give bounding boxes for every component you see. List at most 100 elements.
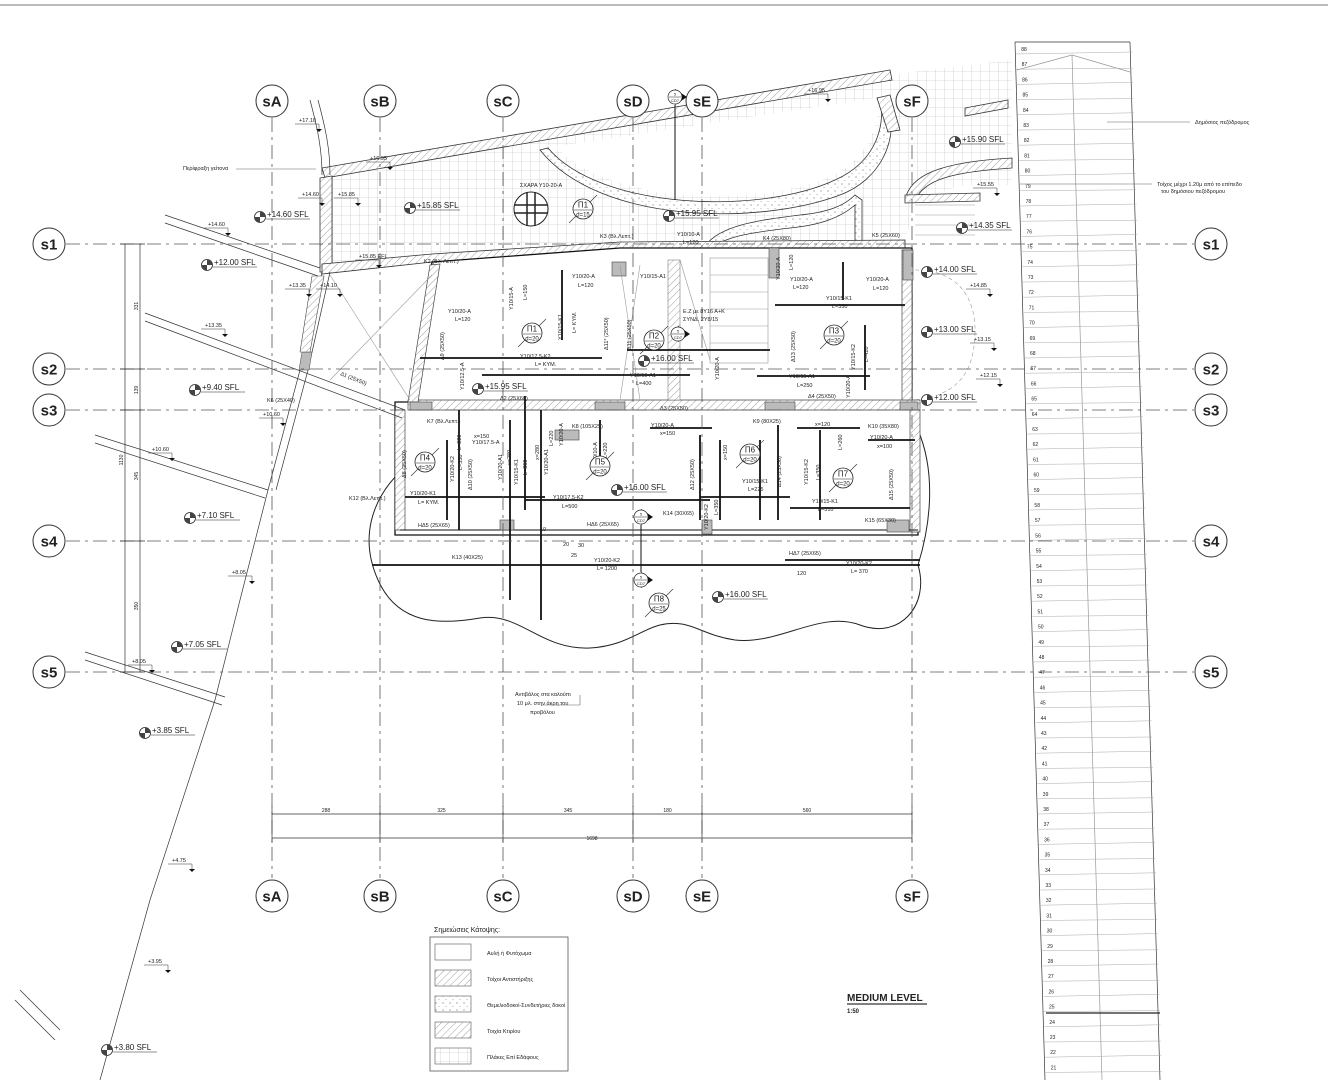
- element-label: Y10/20-A: [846, 375, 852, 398]
- terrace-ledge-right: [904, 192, 981, 204]
- level-marker: +15.95 SFL: [472, 382, 528, 395]
- level-triangle-icon: [337, 294, 343, 297]
- spot-level: +13.35: [285, 283, 312, 297]
- slab-tag: Π7d=20: [828, 463, 858, 493]
- sidewalk-row-number: 31: [1046, 913, 1052, 919]
- sidewalk-row-number: 52: [1037, 594, 1043, 600]
- dimension-total: 1698: [586, 836, 597, 842]
- spot-level-value: +15.55: [977, 182, 994, 188]
- sidewalk-row-number: 60: [1034, 473, 1040, 479]
- grid-bubble-row: s1: [1194, 227, 1228, 261]
- dimension-value: 350: [134, 602, 140, 611]
- element-label: Y10/15-K1: [514, 459, 520, 485]
- element-label: L=350: [714, 500, 720, 515]
- slab-name: Π5: [595, 458, 606, 467]
- sidewalk-row-number: 55: [1036, 549, 1042, 555]
- element-label: HΔ6 (25X65): [587, 522, 619, 528]
- element-label: Y10/20-A: [559, 423, 565, 446]
- level-triangle-icon: [249, 581, 255, 584]
- slab-thickness: d=20: [827, 339, 841, 345]
- slab-tag: Π5d=20: [585, 451, 615, 481]
- element-label: 120: [797, 571, 806, 577]
- element-label: Δ1 (25X50): [339, 371, 367, 387]
- element-label: Y10/20-A: [866, 277, 889, 283]
- grid-bubble-row: s5: [32, 655, 66, 689]
- boundary-wall-column: [298, 351, 313, 371]
- sidewalk-row-number: 51: [1038, 609, 1044, 615]
- legend-item: Τοίχοι Αντιστήριξης: [487, 976, 533, 983]
- element-label: Y10/20-K2: [450, 456, 456, 482]
- sidewalk-row-number: 57: [1035, 518, 1041, 524]
- level-triangle-icon: [376, 265, 382, 268]
- element-label: K8 (105X25): [572, 424, 603, 430]
- grid-column-label: sA: [262, 94, 281, 111]
- element-label: Δ9 (25X50): [440, 332, 446, 360]
- element-label: Y10/10-A1: [630, 373, 656, 379]
- level-triangle-icon: [997, 384, 1003, 387]
- slab-thickness: d=20: [647, 344, 661, 350]
- sidewalk-row-number: 49: [1038, 640, 1044, 646]
- grid-bubble-row: s2: [32, 352, 66, 386]
- grid-bubble-column: sC: [486, 84, 520, 118]
- slab-name: Π6: [745, 446, 756, 455]
- sidewalk-row-number: 44: [1041, 716, 1047, 722]
- element-label: Y10/15-K2: [804, 459, 810, 485]
- element-label: Δ12 (25X50): [690, 459, 696, 490]
- dimension-value: 345: [134, 472, 140, 481]
- spot-level-value: +16.95: [370, 156, 387, 162]
- element-label: 10: [540, 527, 546, 533]
- section-number: 5: [640, 512, 643, 517]
- level-marker: +15.85 SFL: [404, 201, 460, 214]
- sidewalk-row-number: 62: [1033, 442, 1039, 448]
- dimension-value: 180: [663, 808, 672, 814]
- spot-level-value: +12.15: [980, 373, 997, 379]
- slab-name: Π8: [654, 595, 665, 604]
- sidewalk-row-number: 48: [1039, 655, 1045, 661]
- spot-level-value: +13.35: [289, 283, 306, 289]
- grid-row-label: s1: [1203, 237, 1220, 254]
- level-triangle-icon: [994, 193, 1000, 196]
- element-label: K13 (40X25): [452, 555, 483, 561]
- element-label: Y10/17.5-K2: [520, 354, 551, 360]
- grid-column-label: sC: [493, 889, 512, 906]
- sidewalk-row-number: 56: [1035, 533, 1041, 539]
- level-value: +15.85 SFL: [417, 201, 459, 210]
- sidewalk-row-number: 80: [1025, 169, 1031, 175]
- section-sheet: CD7: [637, 581, 646, 586]
- sidewalk-row-number: 66: [1031, 381, 1037, 387]
- element-label: E.Z με 8Y16 A+K: [683, 309, 725, 315]
- legend: Σημειώσεις Κάτοψης: Αυλή ή Φυτόχωμα Τοίχ…: [429, 926, 569, 1072]
- dimension-value: 288: [322, 808, 331, 814]
- sidewalk-row-number: 36: [1044, 837, 1050, 843]
- element-label: Δ11* (25X50): [604, 317, 610, 350]
- spot-level: +14.60: [298, 192, 325, 206]
- element-label: Y10/20-A: [448, 309, 471, 315]
- sidewalk-row-number: 73: [1028, 275, 1034, 281]
- level-value: +16.00 SFL: [624, 483, 666, 492]
- annotation-text: Αντιβάλος στα καλούπι: [515, 691, 572, 698]
- slab-name: Π3: [829, 327, 840, 336]
- slab-tag: Π2d=20: [639, 325, 669, 355]
- element-label: x=280: [507, 450, 513, 465]
- grid-bubble-column: sF: [895, 84, 929, 118]
- grating-symbol: [513, 191, 549, 227]
- sidewalk-row-number: 40: [1042, 777, 1048, 783]
- slab-thickness: d=20: [743, 458, 757, 464]
- spot-level: +10.60: [259, 412, 286, 426]
- element-label: Y10/15-K1: [742, 479, 768, 485]
- level-value: +7.05 SFL: [184, 640, 222, 649]
- section-sheet: CD7: [674, 335, 683, 340]
- element-label: K10 (35X80): [868, 424, 899, 430]
- element-label: L=500: [562, 504, 577, 510]
- annotation-text: προβόλου: [530, 709, 555, 716]
- level-triangle-icon: [825, 99, 831, 102]
- slab-thickness: d=20: [836, 482, 850, 488]
- annotation-text: Περίφραξη γείτονα: [183, 166, 229, 172]
- element-label: 20: [563, 542, 569, 548]
- legend-item: Αυλή ή Φυτόχωμα: [487, 950, 532, 957]
- sidewalk-row-number: 37: [1044, 822, 1050, 828]
